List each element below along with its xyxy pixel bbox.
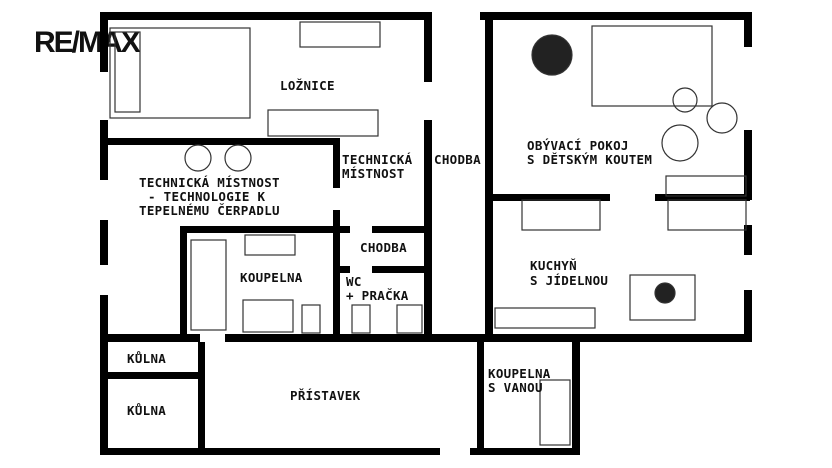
room-label-kulna-1: KŮLNA	[127, 351, 166, 366]
room-label-wc-2: + PRAČKA	[346, 288, 409, 303]
room-label-wc-1: WC	[346, 274, 362, 289]
room-label-tech-3: TEPELNÉMU ČERPADLU	[139, 203, 280, 218]
room-label-koupelna-vana-1: KOUPELNA	[488, 366, 551, 381]
room-label-kulna-2: KŮLNA	[127, 403, 166, 418]
labels: LOŽNICE OBÝVACÍ POKOJ S DĚTSKÝM KOUTEM T…	[127, 78, 652, 418]
room-label-obyvaci-2: S DĚTSKÝM KOUTEM	[527, 152, 652, 167]
walls	[100, 12, 752, 455]
room-label-pristavek: PŘÍSTAVEK	[290, 388, 361, 403]
room-label-tech-small-2: MÍSTNOST	[342, 166, 405, 181]
remax-logo: RE/MAX	[34, 26, 141, 59]
room-label-chodba-small: CHODBA	[360, 240, 407, 255]
room-label-tech-2: - TECHNOLOGIE K	[148, 189, 266, 204]
room-label-tech-small-1: TECHNICKÁ	[342, 152, 413, 167]
room-label-koupelna: KOUPELNA	[240, 270, 303, 285]
room-label-kuchyn-1: KUCHYŇ	[530, 258, 577, 273]
room-label-loznice: LOŽNICE	[280, 78, 335, 93]
furniture	[109, 21, 747, 446]
room-label-tech-1: TECHNICKÁ MÍSTNOST	[139, 175, 280, 190]
room-label-kuchyn-2: S JÍDELNOU	[530, 273, 608, 288]
room-label-koupelna-vana-2: S VANOU	[488, 380, 543, 395]
room-label-chodba: CHODBA	[434, 152, 481, 167]
room-label-obyvaci-1: OBÝVACÍ POKOJ	[527, 138, 629, 153]
